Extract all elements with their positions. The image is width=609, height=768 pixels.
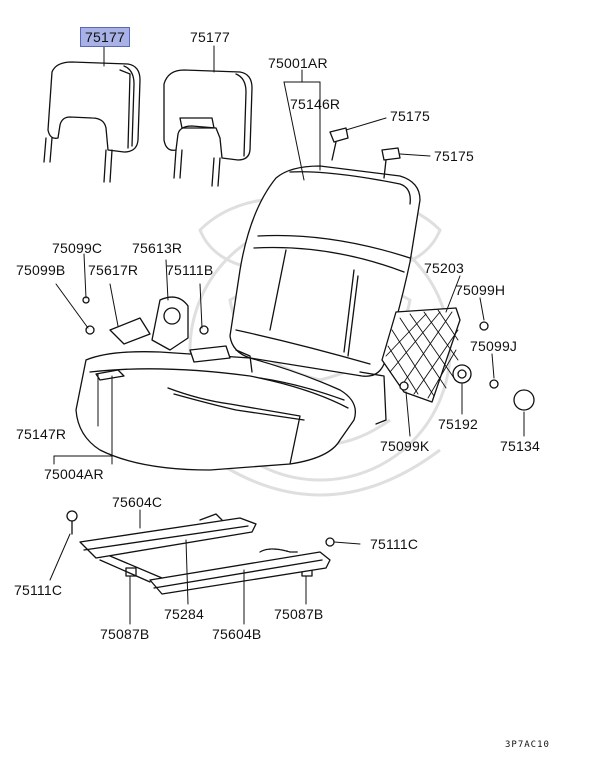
label-screw-j[interactable]: 75099J <box>470 338 518 354</box>
label-bolt-111c-right[interactable]: 75111C <box>370 536 419 552</box>
seat-rail-bar <box>99 555 163 583</box>
label-rail-lower[interactable]: 75604B <box>212 626 262 642</box>
label-cap[interactable]: 75134 <box>500 438 540 454</box>
seat-cushion <box>75 351 357 471</box>
label-bolt-111b[interactable]: 75111B <box>166 262 214 278</box>
seat-rail-lower <box>149 548 331 595</box>
label-bracket-617r[interactable]: 75617R <box>88 262 139 278</box>
label-screw-c[interactable]: 75099C <box>52 240 103 256</box>
label-headrest-left[interactable]: 75177 <box>80 27 130 47</box>
label-nut-right[interactable]: 75087B <box>274 606 324 622</box>
label-screw-b[interactable]: 75099B <box>16 262 66 278</box>
label-spring[interactable]: 75284 <box>164 606 204 622</box>
label-net-pocket[interactable]: 75203 <box>424 260 464 276</box>
label-headrest-right[interactable]: 75177 <box>190 29 230 45</box>
label-cushion-cover[interactable]: 75147R <box>16 426 67 442</box>
label-bolt-111c-left[interactable]: 75111C <box>14 582 63 598</box>
label-bracket-613r[interactable]: 75613R <box>132 240 183 256</box>
label-rail-upper[interactable]: 75604C <box>112 494 163 510</box>
headrest-right <box>163 69 253 187</box>
label-screw-h[interactable]: 75099H <box>455 282 506 298</box>
label-screw-k[interactable]: 75099K <box>380 438 430 454</box>
net-pocket <box>381 307 461 403</box>
label-clip-upper[interactable]: 75175 <box>390 108 430 124</box>
label-nut-left[interactable]: 75087B <box>100 626 150 642</box>
label-clip-lower[interactable]: 75175 <box>434 148 474 164</box>
label-cushion-frame[interactable]: 75004AR <box>44 466 104 482</box>
headrest-left <box>43 61 141 183</box>
diagram-code: 3P7AC10 <box>505 740 550 750</box>
seatback <box>229 165 421 377</box>
fasteners <box>66 127 535 577</box>
recliner-bracket <box>109 296 387 425</box>
label-seatback-cover[interactable]: 75146R <box>290 96 341 112</box>
leader-lines <box>49 45 525 625</box>
seat-rail-upper <box>79 513 257 559</box>
label-knob[interactable]: 75192 <box>438 416 478 432</box>
label-seatback-frame[interactable]: 75001AR <box>268 55 328 71</box>
